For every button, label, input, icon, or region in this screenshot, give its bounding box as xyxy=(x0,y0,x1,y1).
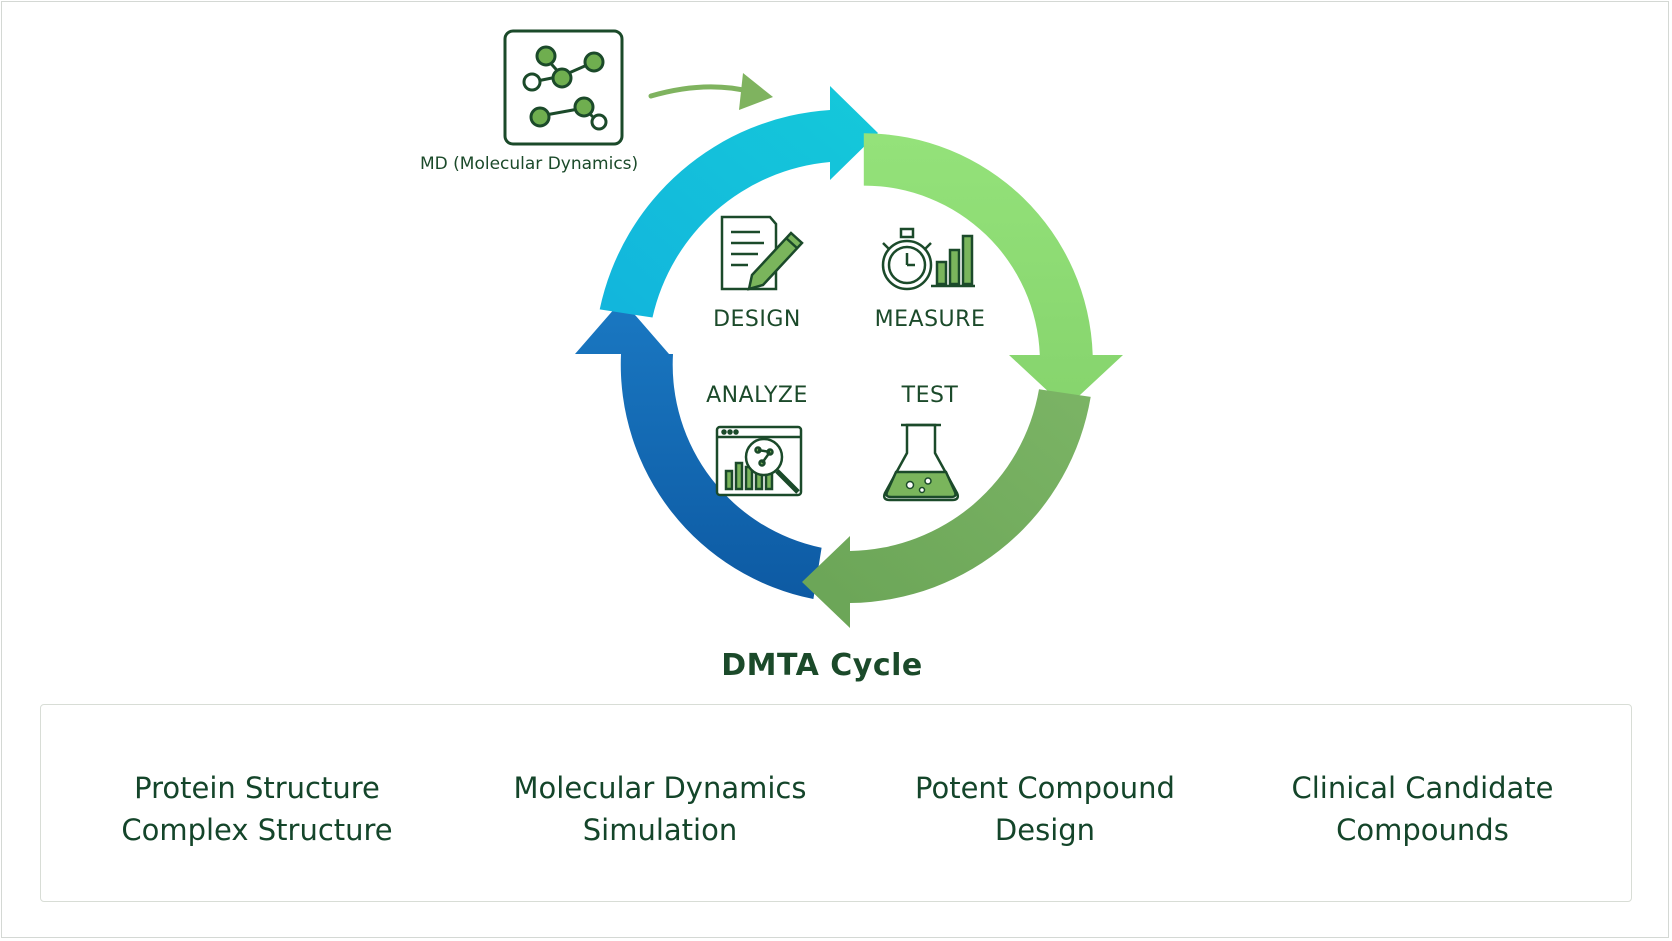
analysis-window-icon xyxy=(715,425,803,497)
step-label-design: DESIGN xyxy=(713,307,801,332)
pipeline-stage-2: Molecular Dynamics Simulation xyxy=(513,771,807,847)
molecule-icon xyxy=(503,29,624,146)
pipeline-stage-4: Clinical Candidate Compounds xyxy=(1291,771,1554,847)
md-feed-arrow xyxy=(648,73,773,110)
design-arc xyxy=(599,86,878,318)
step-label-measure: MEASURE xyxy=(874,307,986,332)
cycle-title: DMTA Cycle xyxy=(721,648,923,683)
md-label: MD (Molecular Dynamics) xyxy=(420,154,639,174)
pipeline-stage-1: Protein Structure Complex Structure xyxy=(121,771,393,847)
step-label-analyze: ANALYZE xyxy=(706,383,808,408)
step-label-test: TEST xyxy=(901,383,959,408)
flask-icon xyxy=(882,423,960,502)
document-pencil-icon xyxy=(720,215,804,291)
measure-arc xyxy=(863,133,1123,409)
pipeline-panel xyxy=(40,704,1632,902)
cycle-arcs xyxy=(575,86,1123,628)
test-arc xyxy=(802,389,1091,628)
analyze-arc xyxy=(575,300,822,599)
pipeline-stage-3: Potent Compound Design xyxy=(915,771,1175,847)
stopwatch-chart-icon xyxy=(881,227,975,291)
